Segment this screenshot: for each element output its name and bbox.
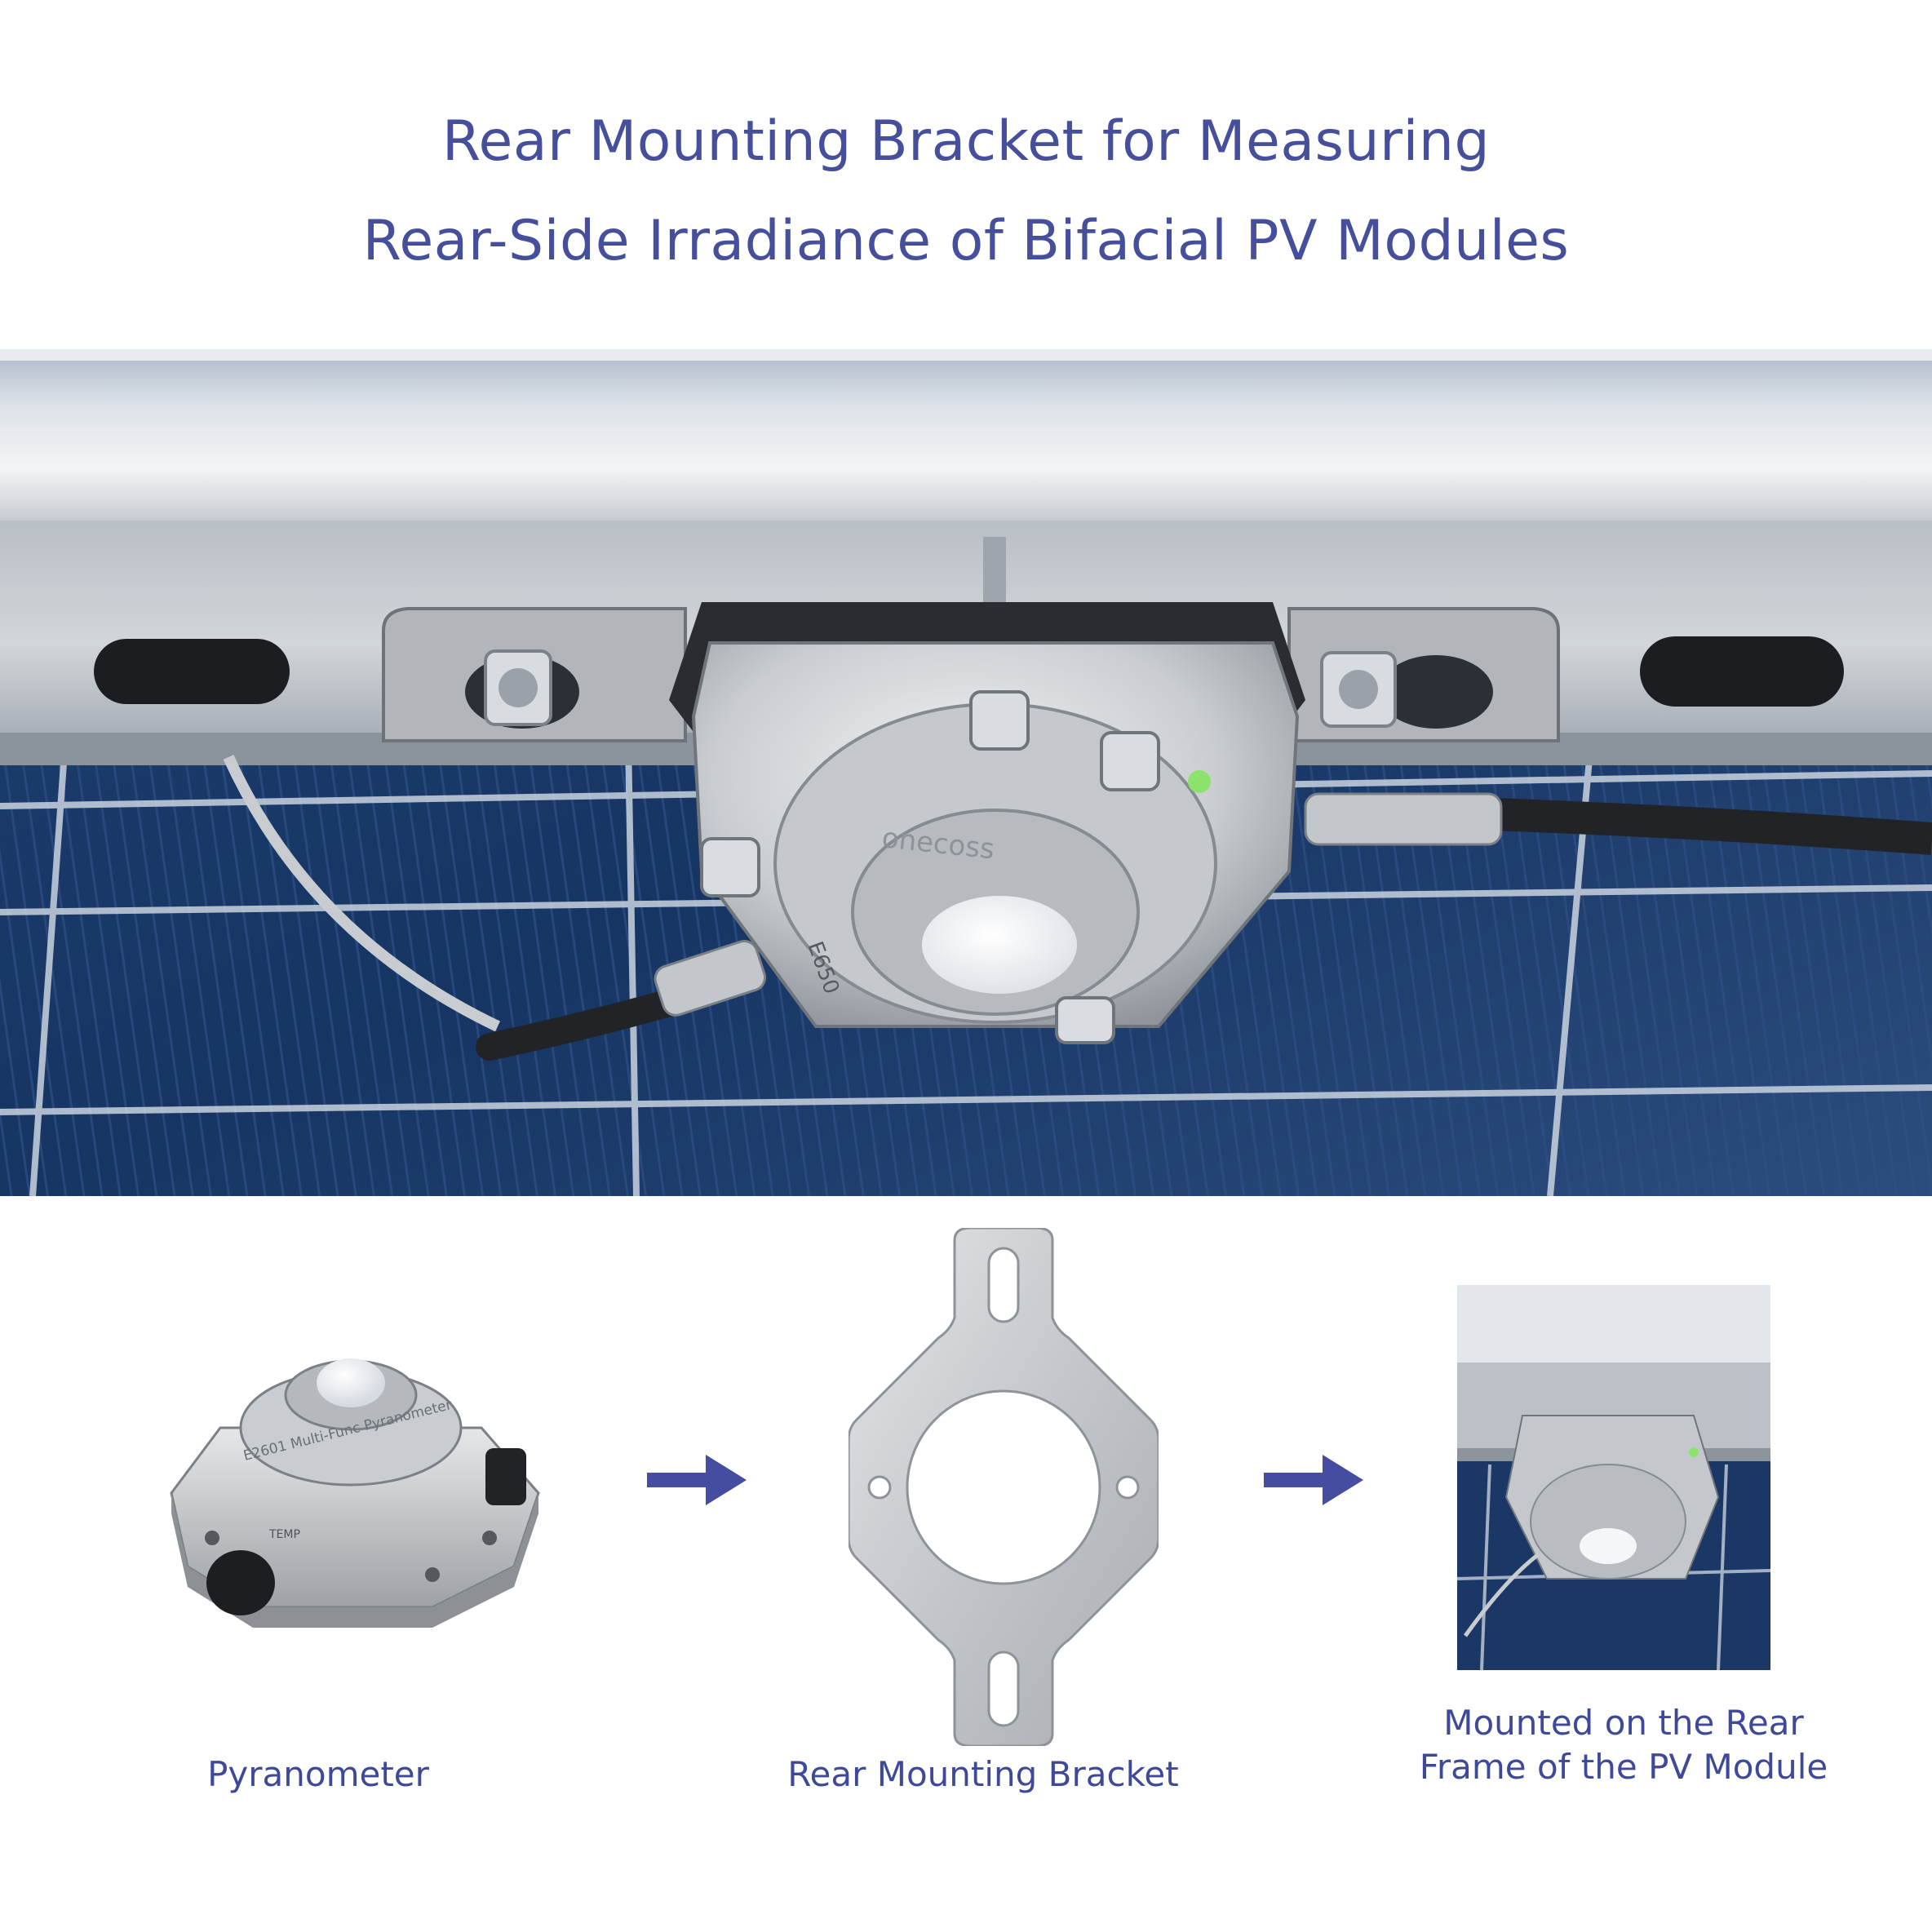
caption-mounted-line2: Frame of the PV Module <box>1419 1746 1828 1787</box>
temp-port-label: TEMP <box>268 1528 300 1541</box>
bracket-image <box>847 1226 1160 1749</box>
caption-mounted-line1: Mounted on the Rear <box>1443 1703 1804 1743</box>
right-arrow-icon <box>1264 1455 1363 1509</box>
mounted-thumbnail-image <box>1456 1285 1771 1673</box>
hero-photo: onecoss E650 <box>0 349 1932 1196</box>
page-title-line2: Rear-Side Irradiance of Bifacial PV Modu… <box>362 209 1570 273</box>
caption-mounted: Mounted on the Rear Frame of the PV Modu… <box>1371 1701 1877 1789</box>
pyranometer-image: E2601 Multi-Func Pyranometer TEMP <box>155 1338 555 1635</box>
caption-bracket: Rear Mounting Bracket <box>787 1754 1179 1794</box>
caption-pyranometer: Pyranometer <box>207 1754 429 1794</box>
page-title-line1: Rear Mounting Bracket for Measuring <box>441 109 1491 174</box>
right-arrow-icon <box>647 1455 747 1509</box>
